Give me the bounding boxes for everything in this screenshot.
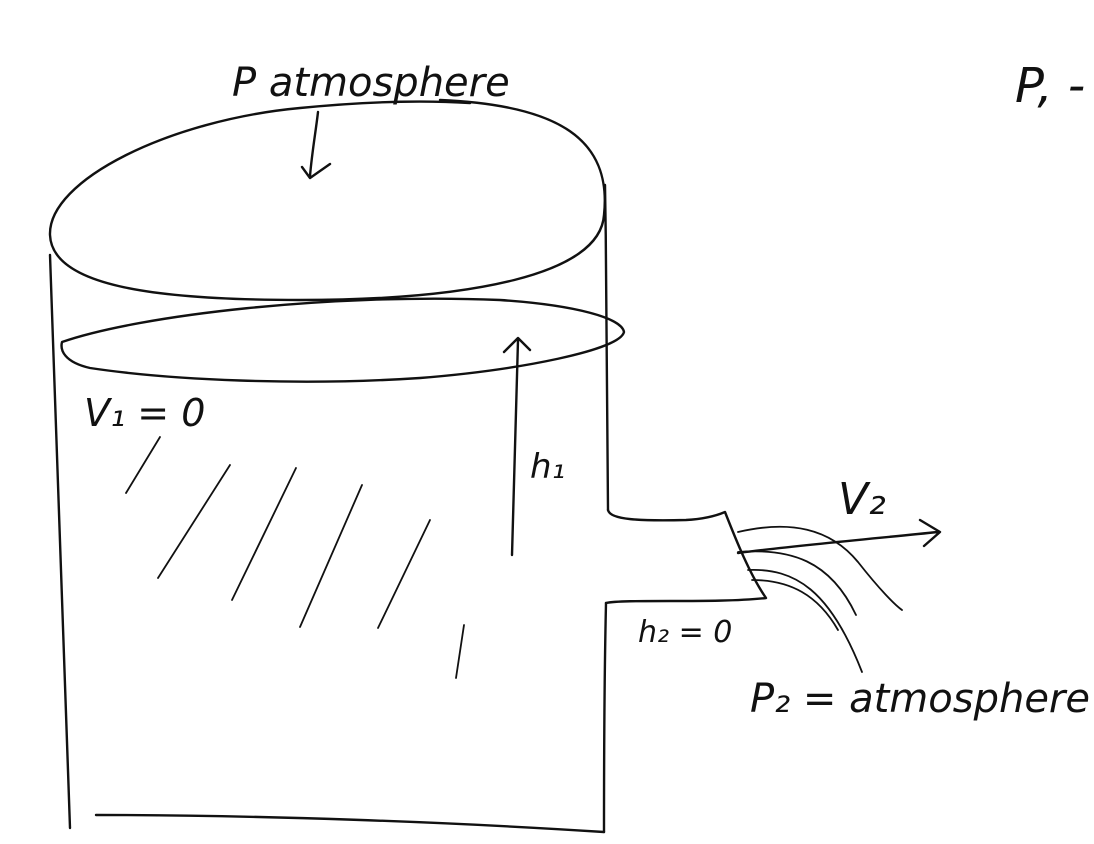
h1-label: h₁ bbox=[530, 447, 565, 487]
outlet-spout bbox=[604, 508, 768, 605]
h2-label: h₂ = 0 bbox=[638, 615, 732, 650]
atmosphere-pressure-label: P atmosphere bbox=[232, 60, 510, 106]
corner-pressure-label: P, - bbox=[1015, 58, 1085, 114]
atmosphere-arrow bbox=[300, 110, 332, 180]
tank-right-wall-upper bbox=[603, 183, 610, 512]
outlet-pressure-label: P₂ = atmosphere bbox=[750, 676, 1090, 722]
tank-right-wall-lower bbox=[602, 601, 608, 834]
tank-left-wall bbox=[48, 253, 72, 830]
water-hatching bbox=[125, 436, 465, 679]
h1-arrow bbox=[502, 336, 532, 557]
water-surface-ellipse bbox=[60, 297, 626, 383]
tank-bottom bbox=[94, 813, 606, 834]
v1-label: V₁ = 0 bbox=[84, 391, 205, 435]
v2-label: V₂ bbox=[838, 474, 886, 525]
v2-arrow bbox=[736, 518, 942, 555]
tank-top-ellipse bbox=[48, 98, 606, 302]
